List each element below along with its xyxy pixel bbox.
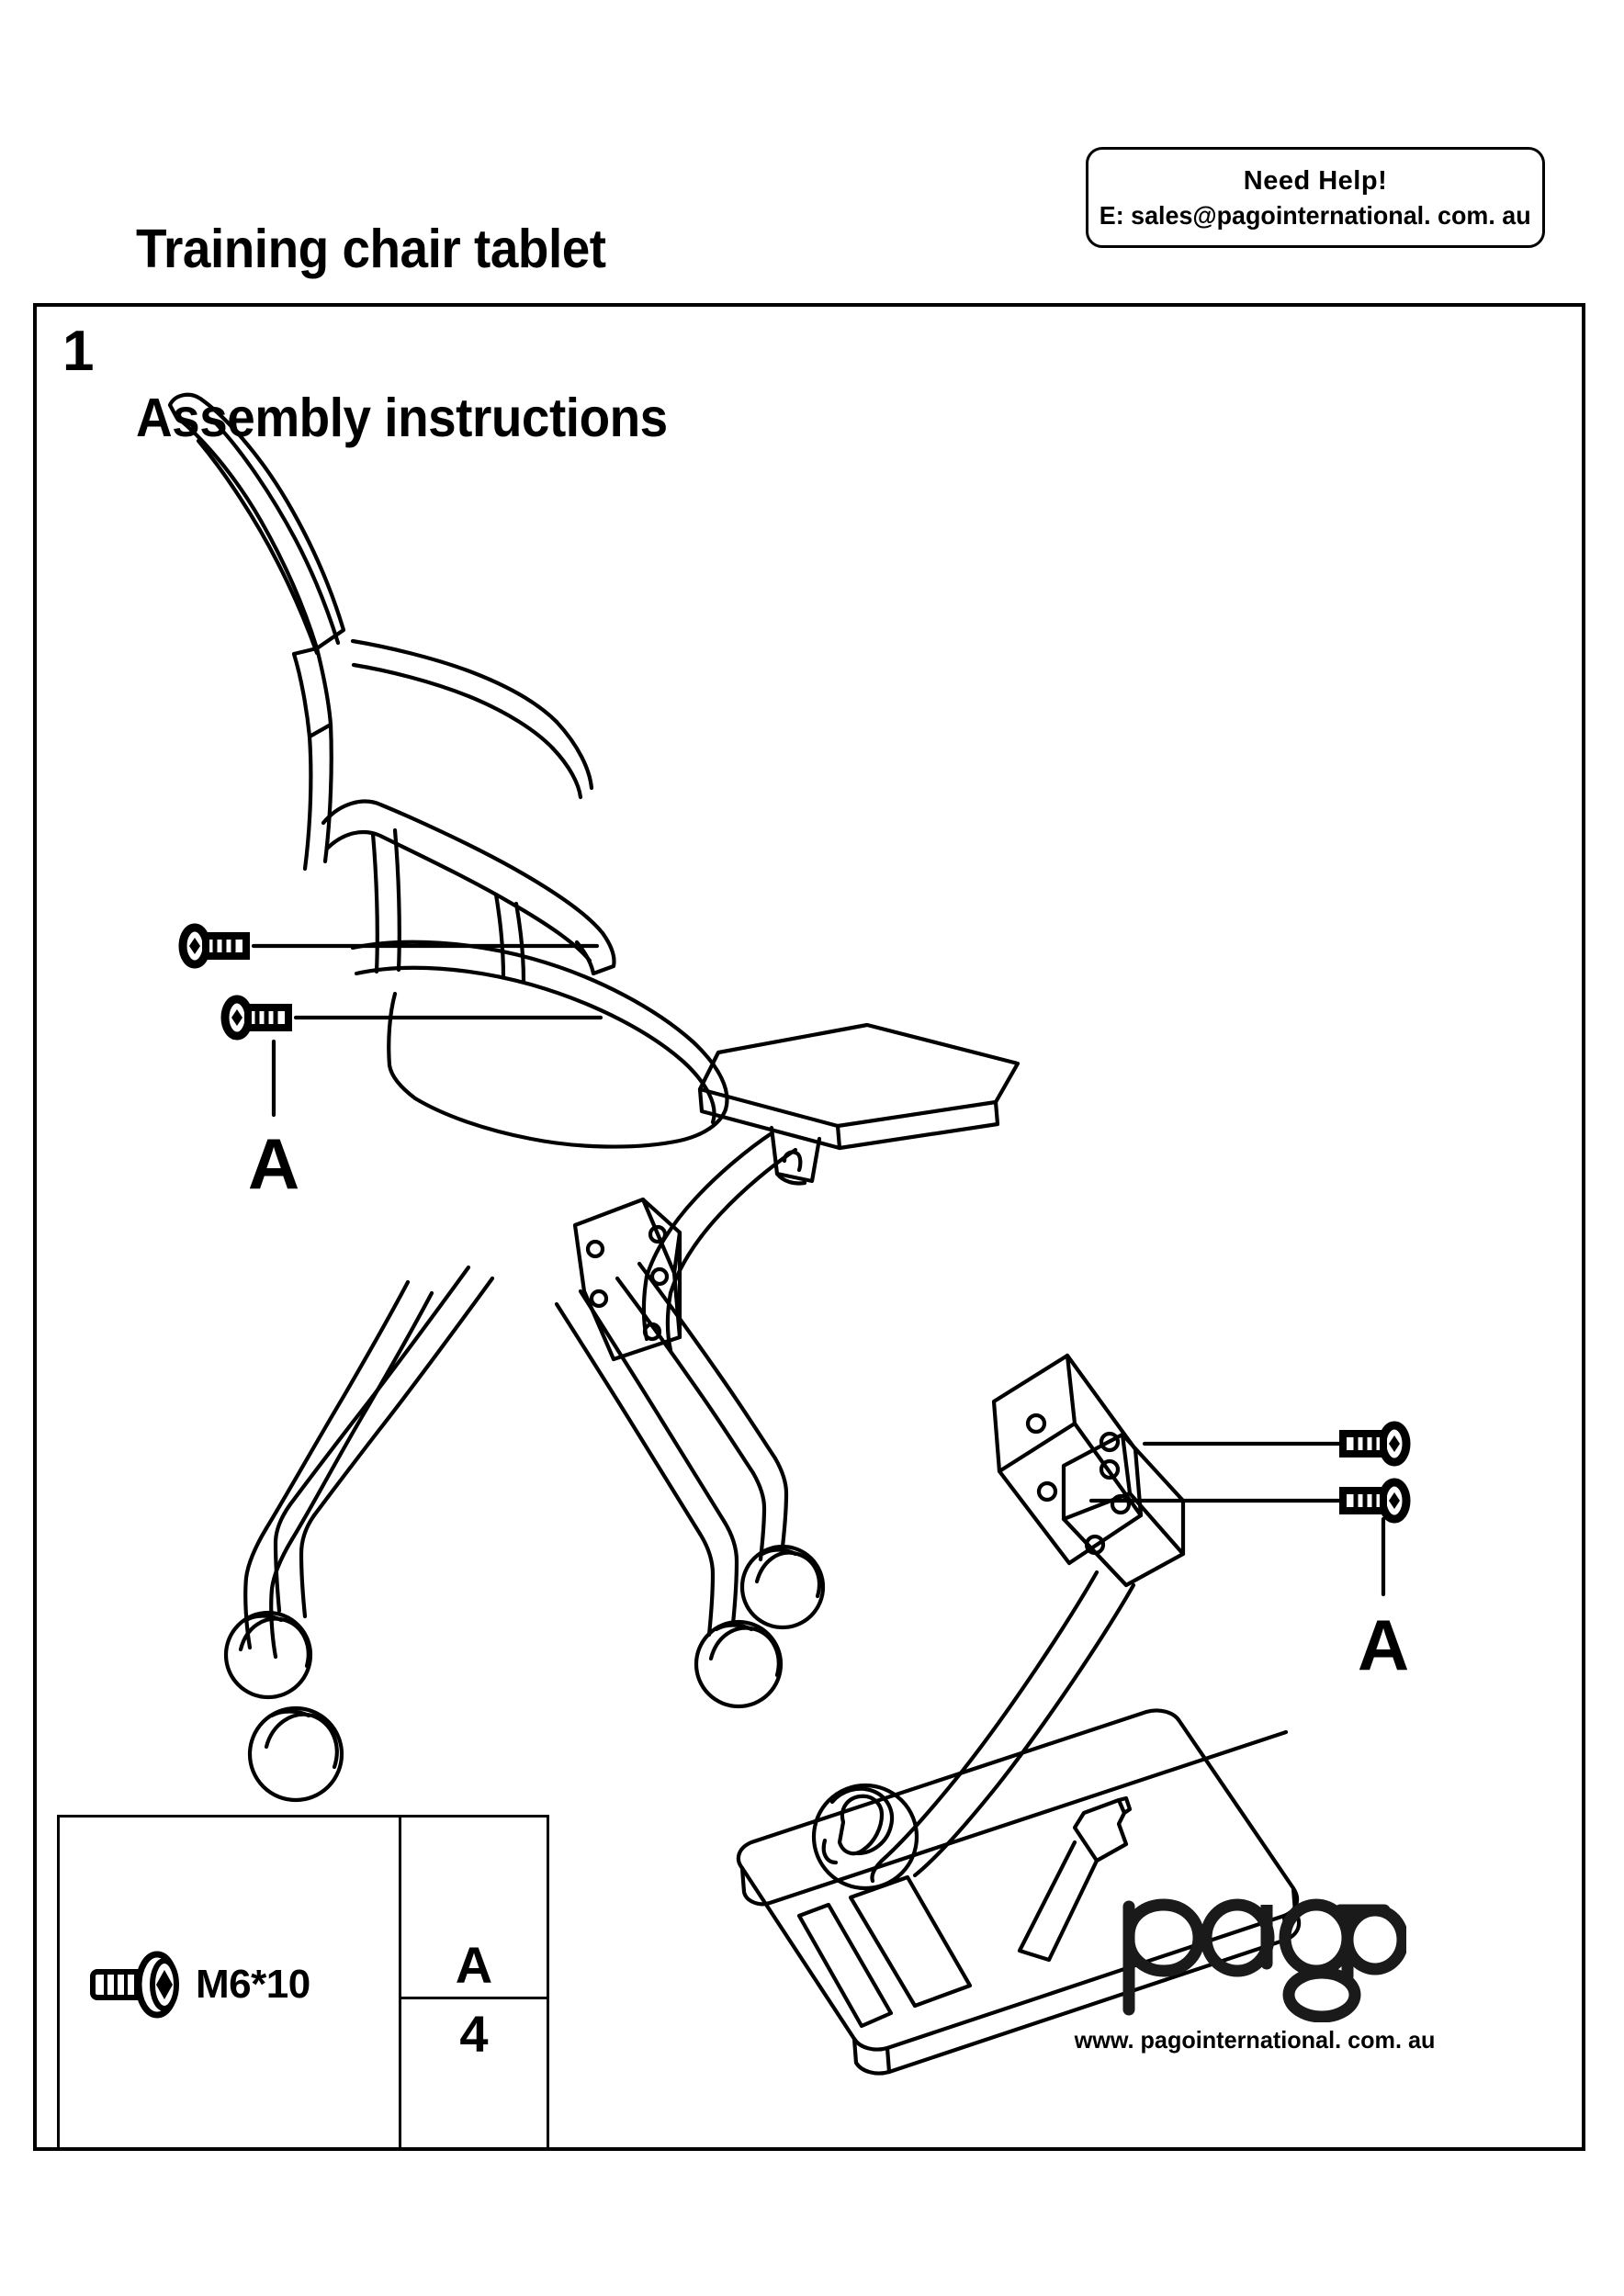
screw-icon-left-1 [178, 923, 250, 969]
page-title-line-1: Training chair tablet [136, 218, 606, 279]
tablet-arm-tube [641, 1131, 798, 1353]
need-help-heading: Need Help! [1243, 166, 1388, 196]
screw-icon-right-2 [1339, 1478, 1411, 1524]
need-help-box: Need Help! E: sales@pagointernational. c… [1086, 147, 1545, 248]
exploded-arm-tube [870, 1570, 1136, 1884]
exploded-arm-bracket [1061, 1432, 1186, 1588]
parts-table-item-cell: M6*10 [60, 1818, 401, 2151]
callout-right [1088, 1441, 1386, 1597]
chair-backrest [167, 392, 346, 872]
chair-mounting-plate [572, 1197, 682, 1362]
step-panel: 1 [33, 303, 1585, 2151]
part-size-label: M6*10 [196, 1961, 310, 2007]
parts-table-code: A [401, 1818, 547, 1999]
callout-left-label: A [248, 1123, 299, 1204]
parts-table-quantity-value: 4 [459, 2005, 489, 2063]
chair-seat [350, 940, 729, 1149]
brand-website: www. pagointernational. com. au [1074, 2026, 1436, 2054]
callout-left [251, 943, 603, 1118]
brand-logo-block: www. pagointernational. com. au [1043, 1892, 1466, 2054]
screw-icon [90, 1951, 179, 2018]
support-email: E: sales@pagointernational. com. au [1100, 201, 1531, 230]
screw-icon-left-2 [220, 995, 292, 1041]
chair-armrest [321, 799, 616, 984]
parts-table: M6*10 A 4 [57, 1815, 549, 2151]
step-number: 1 [62, 320, 95, 383]
pago-logo [1122, 1898, 1406, 2022]
tablet-top-on-chair [697, 1022, 1021, 1186]
parts-table-quantity: 4 [401, 1999, 547, 2151]
parts-table-code-value: A [455, 1936, 493, 1994]
callout-right-label: A [1358, 1604, 1409, 1685]
chair-casters [223, 1544, 826, 1803]
screw-icon-right-1 [1339, 1421, 1411, 1467]
exploded-mounting-plate [991, 1353, 1144, 1566]
chair-legs [243, 1261, 789, 1660]
parts-table-code-cell: A 4 [401, 1818, 547, 2151]
chair-seat-back-panel [350, 638, 594, 800]
